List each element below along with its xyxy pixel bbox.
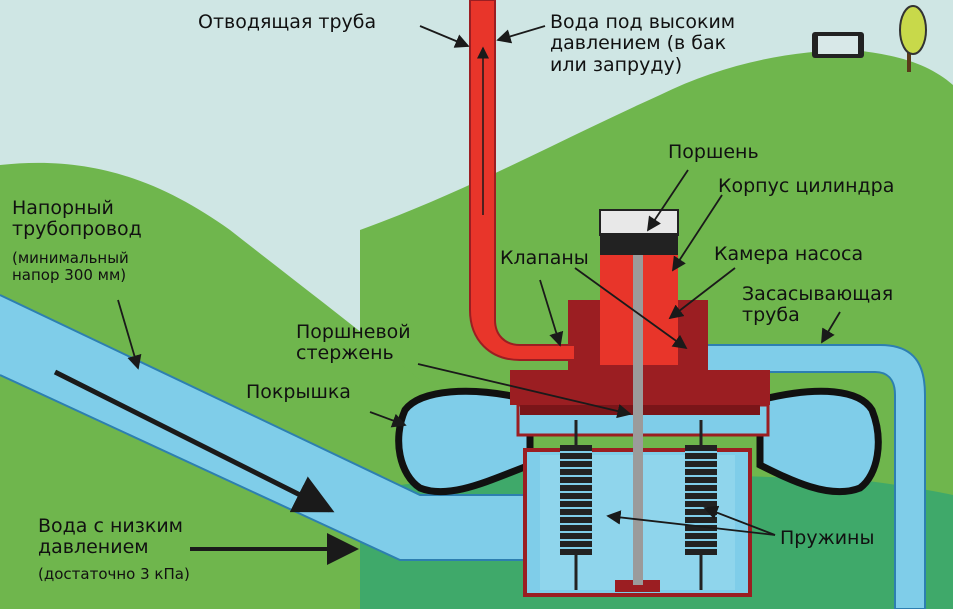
label-pressure-pipeline: Напорный трубопровод	[12, 197, 142, 241]
tank-on-hill	[812, 32, 864, 58]
label-tyre: Покрышка	[246, 381, 351, 403]
cylinder-body	[599, 209, 679, 236]
tyre	[395, 387, 882, 496]
label-springs: Пружины	[780, 527, 875, 549]
label-discharge-pipe: Отводящая труба	[198, 11, 377, 33]
leader-lines	[117, 25, 841, 536]
label-piston-rod: Поршневой стержень	[296, 321, 411, 365]
piston-rod	[633, 255, 643, 585]
left-spring	[560, 420, 592, 590]
label-intake-pipe: Засасывающая труба	[742, 283, 894, 327]
label-low-pressure-note: (достаточно 3 кПа)	[38, 565, 190, 583]
discharge-pipe	[469, 0, 576, 361]
label-valves: Клапаны	[500, 247, 589, 269]
label-pressure-pipeline-note: (минимальный напор 300 мм)	[12, 249, 129, 284]
tree	[899, 5, 927, 72]
label-low-pressure-water: Вода с низким давлением	[38, 515, 183, 559]
label-high-pressure-water: Вода под высоким давлением (в бак или за…	[550, 11, 736, 76]
label-piston: Поршень	[668, 141, 759, 163]
label-cylinder-body: Корпус цилиндра	[718, 175, 895, 197]
label-pump-chamber: Камера насоса	[714, 243, 864, 265]
piston	[600, 233, 678, 255]
right-spring	[685, 420, 717, 590]
